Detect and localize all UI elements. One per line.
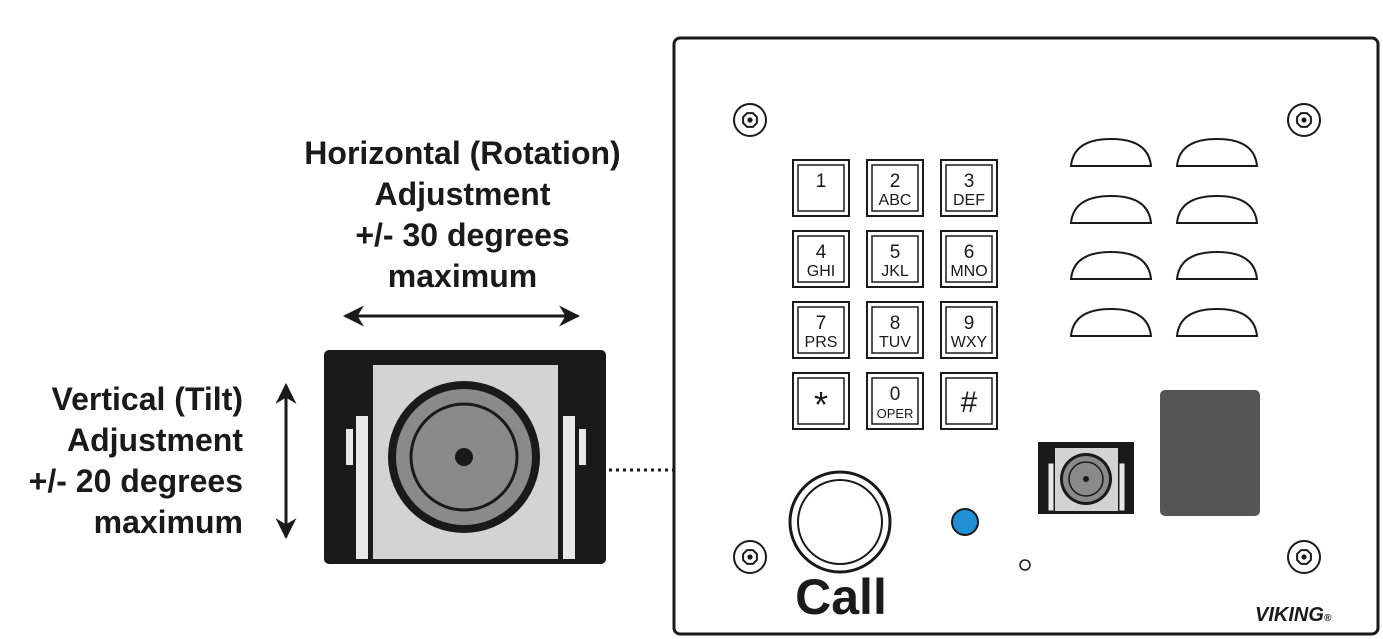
vertical-label-line-3: +/- 20 degrees bbox=[28, 463, 243, 499]
intercom-panel bbox=[672, 36, 1380, 636]
screw-icon bbox=[733, 103, 767, 137]
keypad-key-star[interactable]: * bbox=[792, 372, 850, 430]
speaker-slot bbox=[1069, 250, 1153, 280]
vertical-label-line-4: maximum bbox=[93, 504, 243, 540]
brand-logo: VIKING® bbox=[1255, 604, 1332, 626]
screw-icon bbox=[733, 540, 767, 574]
camera-lens-center bbox=[455, 448, 473, 466]
screw-icon bbox=[1287, 103, 1321, 137]
key-digit: * bbox=[814, 384, 828, 425]
key-digit: # bbox=[961, 386, 978, 419]
key-digit: 0 bbox=[890, 384, 901, 405]
horizontal-label-line-3: +/- 30 degrees bbox=[355, 217, 570, 253]
key-digit: 5 bbox=[890, 242, 901, 263]
horizontal-label-line-4: maximum bbox=[387, 258, 538, 294]
speaker-slot bbox=[1069, 137, 1153, 167]
keypad-key-pound[interactable]: # bbox=[940, 372, 998, 430]
call-button[interactable] bbox=[788, 470, 892, 574]
horizontal-label-line-2: Adjustment bbox=[374, 176, 551, 212]
speaker-slot bbox=[1175, 307, 1259, 337]
speaker-slot bbox=[1175, 194, 1259, 224]
vertical-label-line-1: Vertical (Tilt) bbox=[51, 381, 243, 417]
key-digit: 1 bbox=[816, 171, 827, 192]
vertical-adjustment-label: Vertical (Tilt) Adjustment +/- 20 degree… bbox=[0, 379, 243, 543]
keypad-key-1[interactable]: 1 bbox=[792, 159, 850, 217]
horizontal-adjustment-label: Horizontal (Rotation) Adjustment +/- 30 … bbox=[270, 133, 655, 297]
key-letters: TUV bbox=[879, 334, 911, 351]
key-letters: OPER bbox=[877, 406, 914, 421]
key-digit: 7 bbox=[816, 313, 827, 334]
key-digit: 8 bbox=[890, 313, 901, 334]
panel-camera bbox=[1038, 442, 1134, 514]
speaker-slot bbox=[1069, 307, 1153, 337]
key-letters: PRS bbox=[805, 334, 838, 351]
key-digit: 6 bbox=[964, 242, 975, 263]
call-label: Call bbox=[795, 569, 887, 625]
key-digit: 2 bbox=[890, 171, 901, 192]
key-letters: WXY bbox=[951, 334, 988, 351]
vertical-label-line-2: Adjustment bbox=[67, 422, 243, 458]
key-digit: 9 bbox=[964, 313, 975, 334]
microphone-hole bbox=[1019, 559, 1031, 571]
key-letters: ABC bbox=[879, 192, 912, 209]
key-letters: MNO bbox=[950, 263, 987, 280]
speaker-slot bbox=[1069, 194, 1153, 224]
display-window bbox=[1160, 390, 1260, 516]
key-digit: 3 bbox=[964, 171, 975, 192]
camera-detail-enlarged bbox=[324, 350, 606, 564]
key-letters: JKL bbox=[881, 263, 909, 280]
key-letters: DEF bbox=[953, 192, 985, 209]
key-letters: GHI bbox=[807, 263, 835, 280]
screw-icon bbox=[1287, 540, 1321, 574]
speaker-slot bbox=[1175, 250, 1259, 280]
indicator-led bbox=[951, 508, 979, 536]
horizontal-label-line-1: Horizontal (Rotation) bbox=[304, 135, 621, 171]
speaker-grille bbox=[1069, 137, 1259, 337]
key-digit: 4 bbox=[816, 242, 827, 263]
speaker-slot bbox=[1175, 137, 1259, 167]
